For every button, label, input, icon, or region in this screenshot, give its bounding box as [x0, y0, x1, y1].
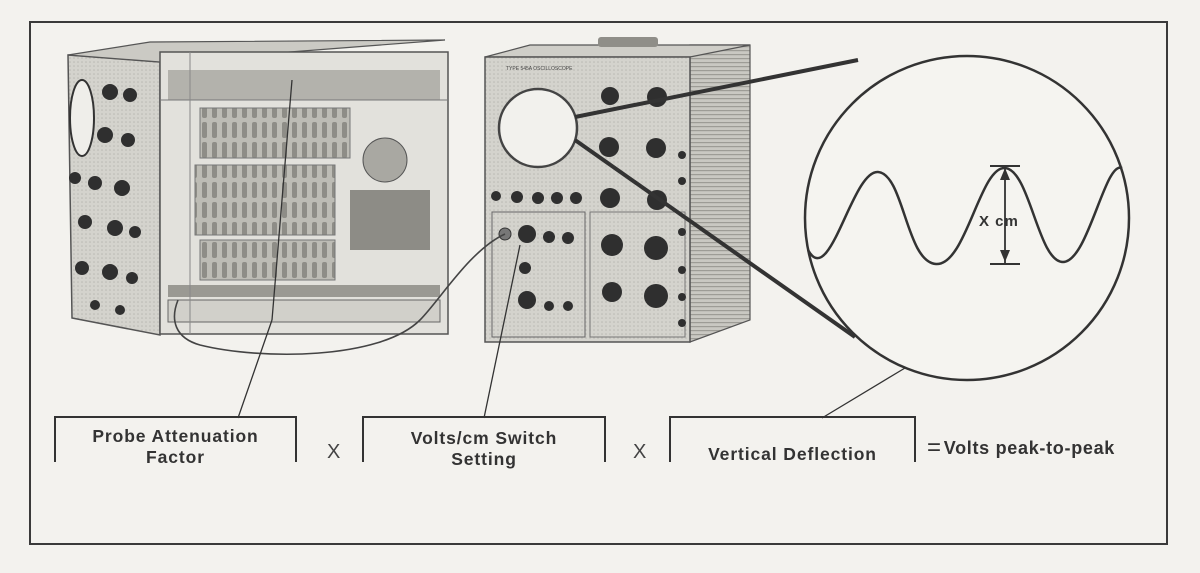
volts-cm-switch-box: Volts/cm Switch Setting [362, 416, 606, 462]
result-text: Volts peak-to-peak [944, 438, 1115, 458]
instrument-label: TYPE 545A OSCILLOSCOPE [506, 66, 573, 72]
front-oscilloscope: TYPE 545A OSCILLOSCOPE [485, 37, 750, 342]
probe-attenuation-box: Probe Attenuation Factor [54, 416, 297, 462]
open-chassis-oscilloscope [68, 40, 448, 335]
vertical-deflection-label: Vertical Deflection [671, 444, 914, 465]
result-label: =Volts peak-to-peak [927, 433, 1115, 461]
leader-deflection [822, 368, 905, 418]
vertical-deflection-box: Vertical Deflection [669, 416, 916, 462]
volts-cm-line2: Setting [364, 449, 604, 470]
equals-sign: = [927, 434, 942, 461]
multiply-operator-2: X [633, 441, 646, 464]
probe-attenuation-line1: Probe Attenuation [56, 426, 295, 447]
volts-cm-line1: Volts/cm Switch [364, 428, 604, 449]
waveform-label: X cm [979, 213, 1019, 230]
multiply-operator-1: X [327, 441, 340, 464]
probe-attenuation-line2: Factor [56, 447, 295, 468]
